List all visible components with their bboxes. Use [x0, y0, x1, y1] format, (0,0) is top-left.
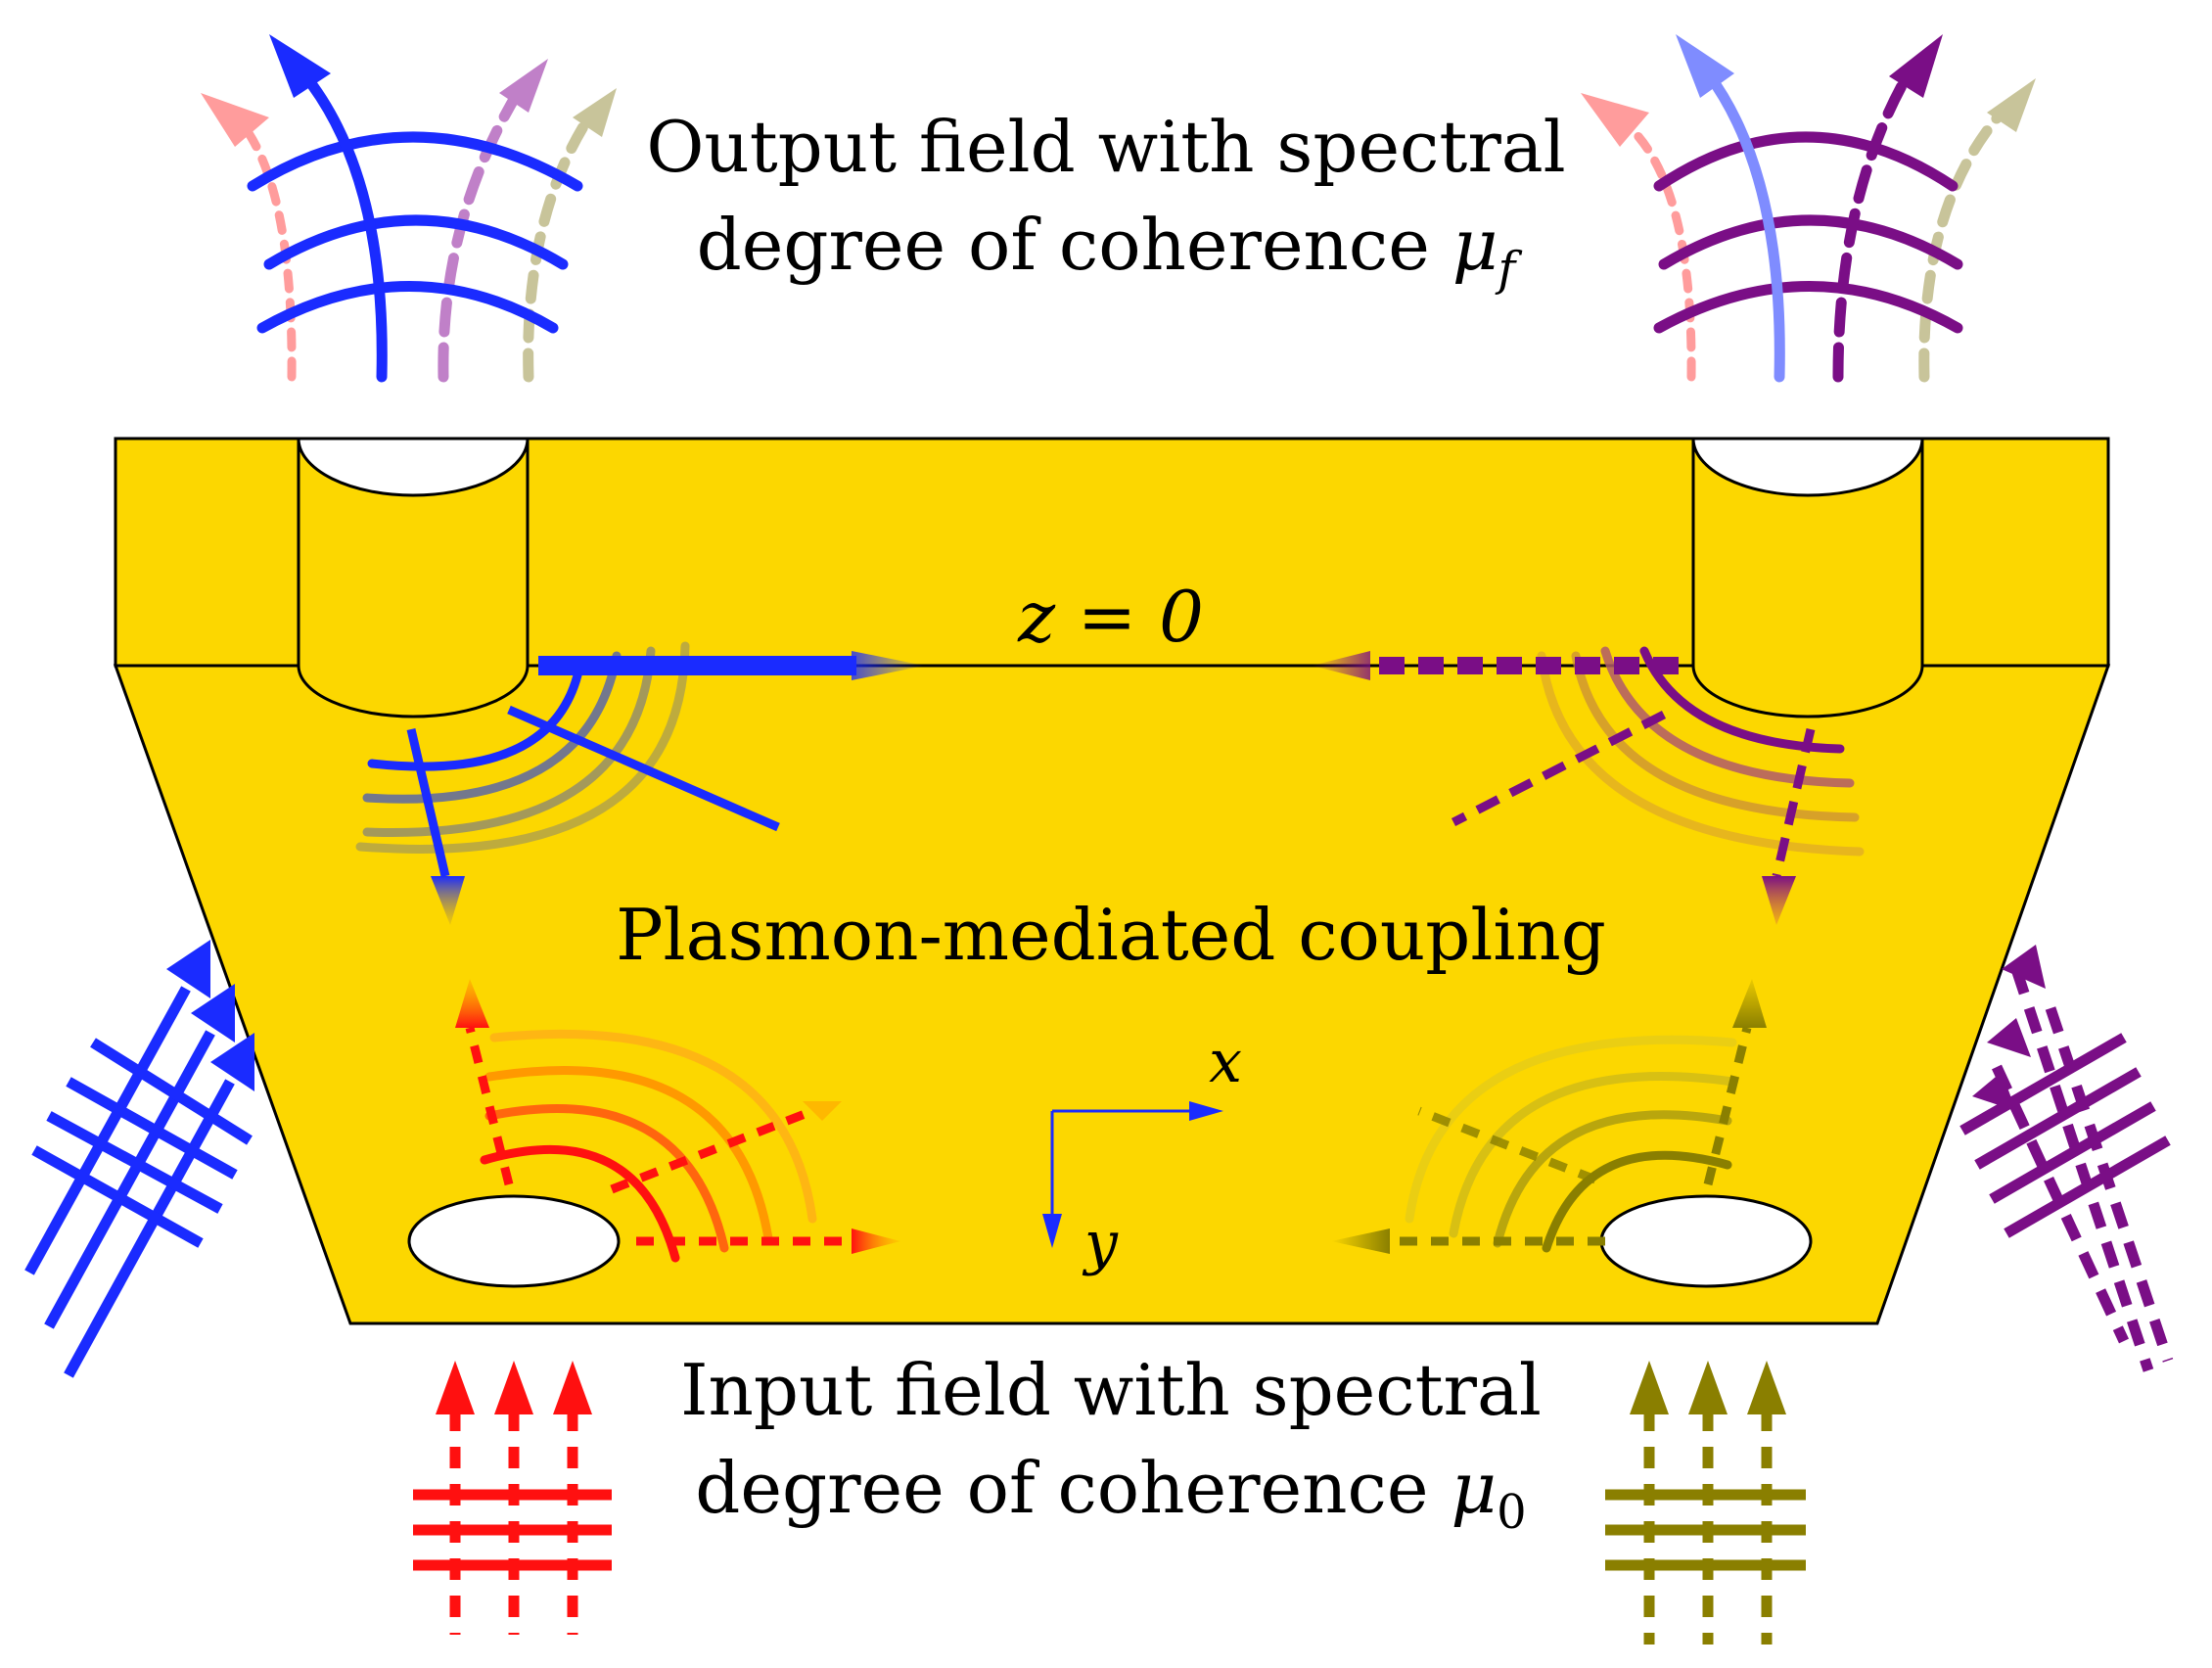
left-output-aperture	[297, 437, 530, 718]
axis-y-label: y	[1082, 1209, 1119, 1277]
right-output-aperture	[1691, 437, 1924, 718]
input-label-line2: degree of coherence μ0	[695, 1447, 1526, 1540]
coordinate-axes	[1042, 1101, 1223, 1248]
plasmon-rays-bottom-left	[455, 979, 900, 1254]
left-input-aperture	[407, 1194, 621, 1288]
coupling-label: Plasmon-mediated coupling	[616, 894, 1606, 976]
input-beam-bottom-olive	[1605, 1361, 1806, 1645]
input-beam-right-purple	[1959, 945, 2174, 1372]
plasmon-rays-top-left	[406, 651, 925, 925]
output-label-line2: degree of coherence μf	[697, 204, 1523, 297]
input-label-line1: Input field with spectral	[680, 1349, 1542, 1431]
plasmon-rays-bottom-right	[1331, 979, 1767, 1254]
axis-x-label: x	[1209, 1028, 1242, 1096]
input-beam-left-blue	[24, 940, 254, 1378]
metal-film	[113, 437, 2111, 1325]
plasmon-rays-top-right	[1312, 651, 1816, 925]
output-label-line1: Output field with spectral	[646, 106, 1565, 188]
right-input-aperture	[1599, 1194, 1813, 1288]
input-beam-bottom-red	[413, 1361, 612, 1635]
plasmon-wavefronts-bottom-left	[480, 1029, 817, 1263]
plasmon-wavefronts-bottom-right	[1405, 1035, 1737, 1253]
output-beam-top-right	[1581, 34, 2036, 383]
output-beam-top-left	[201, 34, 617, 383]
blue-surface-beam	[538, 656, 856, 675]
interface-label: z = 0	[1017, 576, 1204, 658]
